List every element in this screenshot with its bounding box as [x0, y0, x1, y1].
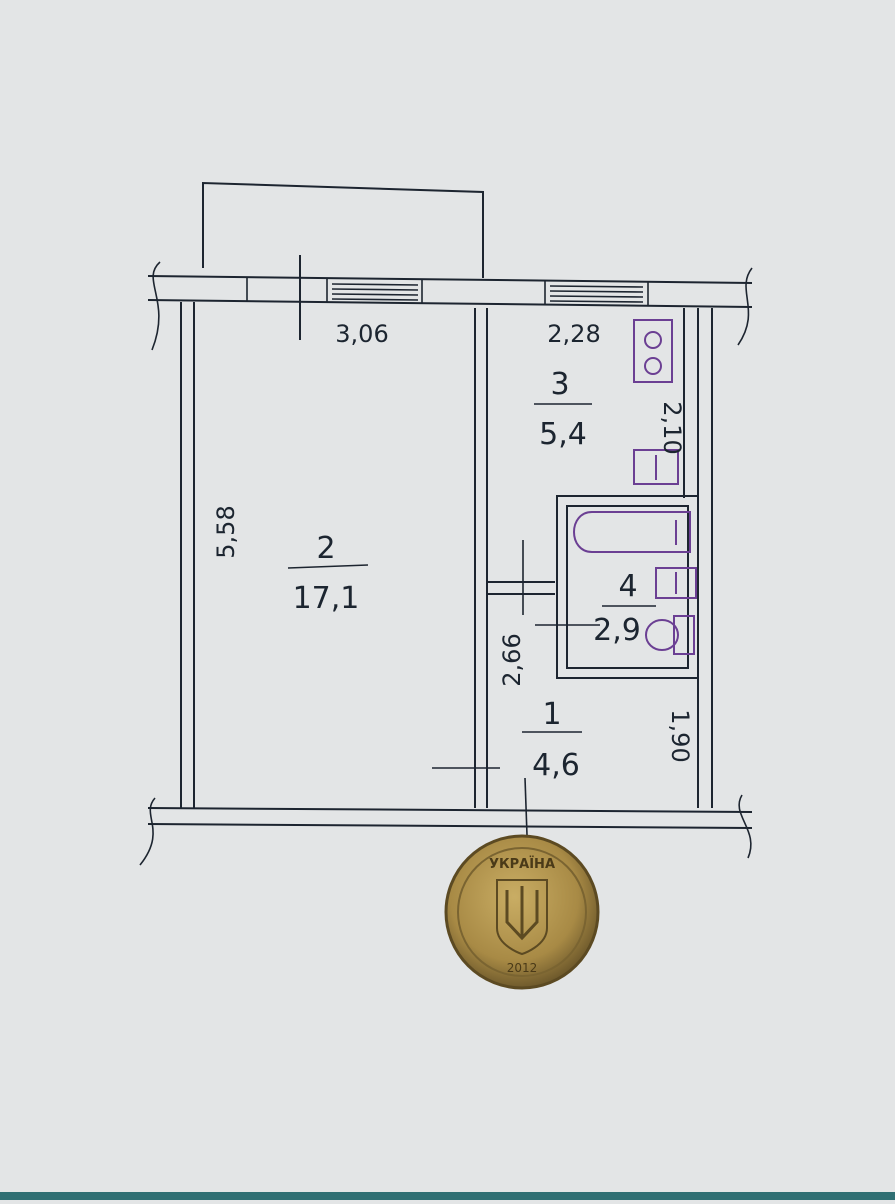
stove-fixture	[633, 319, 673, 383]
partition-wall	[474, 308, 488, 808]
room-1-number: 1	[542, 697, 561, 732]
right-exterior-wall	[697, 308, 713, 808]
coin-inscription: УКРАЇНА	[489, 856, 555, 872]
toilet-fixture	[645, 615, 695, 655]
room-3-number: 3	[550, 367, 569, 402]
window-room-2	[331, 283, 419, 301]
coin: УКРАЇНА 2012	[444, 834, 600, 990]
dimension-hall-right: 1,90	[666, 709, 694, 762]
bottom-exterior-wall	[147, 807, 753, 829]
room-3-area: 5,4	[539, 417, 587, 452]
balcony-outline	[202, 181, 484, 278]
top-exterior-wall	[147, 275, 753, 308]
dimension-room-2-width: 3,06	[335, 320, 388, 348]
dimension-kitchen-side: 2,10	[658, 401, 686, 454]
room-4-area: 2,9	[593, 613, 641, 648]
left-exterior-wall	[180, 302, 195, 808]
window-kitchen	[549, 285, 644, 303]
trident-emblem-icon	[496, 879, 548, 956]
bathroom-walls	[556, 495, 699, 679]
room-1-area: 4,6	[532, 748, 580, 783]
room-2-number: 2	[316, 531, 335, 566]
break-symbol-left-top	[151, 261, 161, 351]
break-symbol-right-top	[737, 267, 753, 346]
entrance-tick-vertical	[524, 777, 528, 836]
dimension-hall-side: 2,66	[498, 633, 526, 686]
washbasin-fixture	[655, 567, 697, 599]
sink-fixture	[633, 449, 679, 485]
dimension-room-3-width: 2,28	[547, 320, 600, 348]
coin-year: 2012	[507, 961, 538, 975]
room-2-area: 17,1	[293, 581, 360, 616]
dimension-room-2-length: 5,58	[212, 505, 240, 558]
break-symbol-right-bottom	[738, 794, 752, 859]
bathtub-fixture	[573, 511, 691, 553]
room-4-number: 4	[618, 569, 637, 604]
photo-bottom-edge	[0, 1192, 895, 1200]
room-2-fraction-line	[287, 564, 369, 569]
hall-divider	[487, 581, 555, 595]
